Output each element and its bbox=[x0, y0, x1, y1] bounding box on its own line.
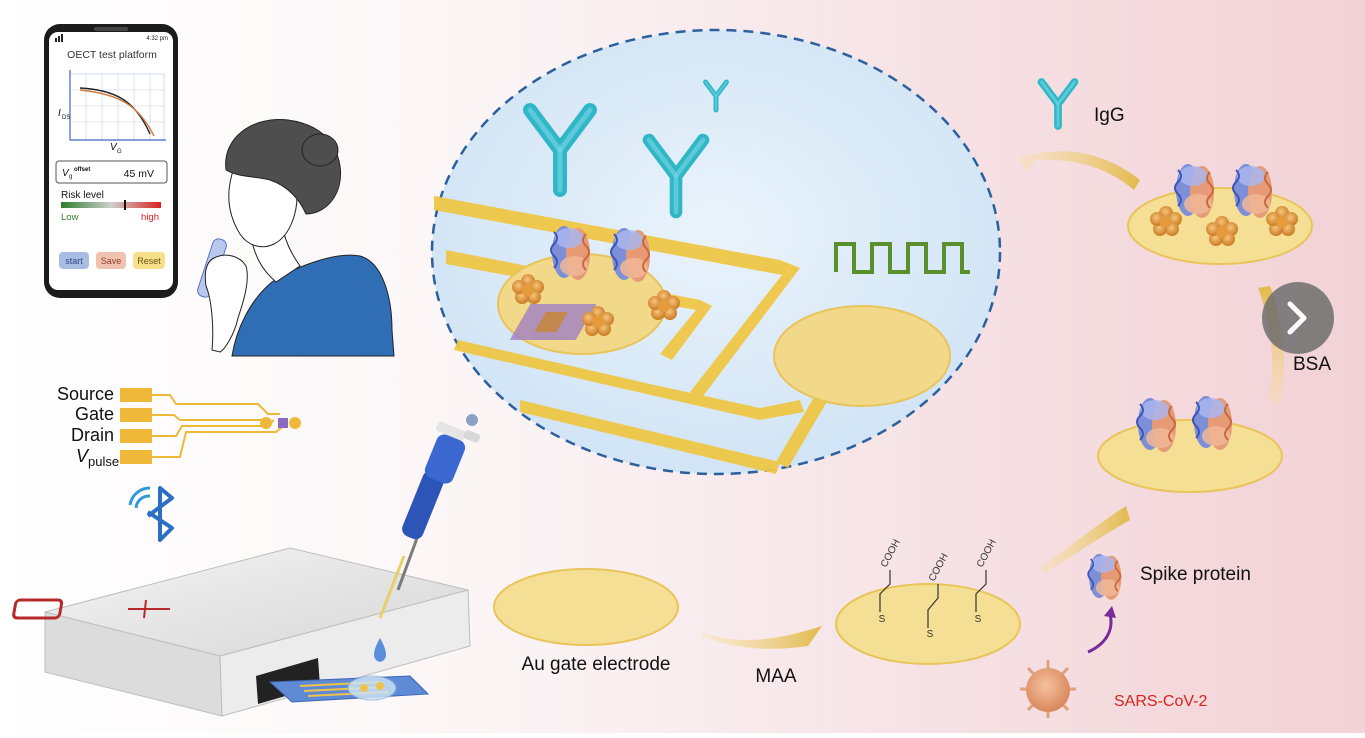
magnified-device-view bbox=[430, 28, 1002, 476]
risk-level: Risk level Low high bbox=[61, 190, 161, 223]
offset-readout: V g offset 45 mV bbox=[55, 160, 168, 184]
next-slide-button[interactable] bbox=[1262, 282, 1334, 354]
risk-bar bbox=[61, 202, 161, 208]
spike-protein-icon bbox=[550, 225, 591, 281]
pin-source-label: Source bbox=[57, 384, 114, 404]
spike-protein-label: Spike protein bbox=[1140, 564, 1251, 585]
offset-label: V bbox=[62, 168, 70, 179]
maa-label: MAA bbox=[755, 666, 797, 687]
offset-sup: offset bbox=[74, 167, 90, 173]
pipette-icon bbox=[374, 414, 481, 662]
pin-drain-label: Drain bbox=[71, 425, 114, 445]
arrow-to-maa bbox=[702, 626, 822, 649]
step-bsa-blocked bbox=[1127, 163, 1313, 265]
square-wave-pulse-icon bbox=[834, 242, 970, 274]
save-button-label: Save bbox=[101, 256, 122, 266]
offset-value: 45 mV bbox=[124, 168, 154, 180]
university-logo-icon bbox=[12, 598, 170, 620]
bsa-label: BSA bbox=[1293, 354, 1331, 375]
device-pinout: Source Gate Drain V pulse bbox=[57, 384, 301, 469]
spike-protein-icon bbox=[1087, 553, 1123, 601]
start-button-label: start bbox=[65, 256, 83, 266]
y-axis-label: I bbox=[58, 108, 61, 119]
au-gate-electrode-label: Au gate electrode bbox=[522, 654, 671, 675]
igg-label: IgG bbox=[1094, 105, 1125, 126]
step-spike-immobilized bbox=[1097, 395, 1283, 493]
arrow-to-igg bbox=[1018, 151, 1140, 190]
risk-low: Low bbox=[61, 212, 79, 223]
app-title: OECT test platform bbox=[67, 49, 157, 61]
reset-button-label: Reset bbox=[137, 256, 161, 266]
reset-button[interactable]: Reset bbox=[133, 252, 165, 269]
risk-high: high bbox=[141, 212, 159, 223]
purple-arrow bbox=[1087, 613, 1113, 654]
signal-icon bbox=[55, 34, 63, 42]
iv-chart: I DS V G bbox=[58, 70, 166, 155]
person-sampling-illustration bbox=[197, 119, 395, 357]
risk-marker bbox=[124, 200, 126, 210]
s-label: S bbox=[927, 629, 934, 640]
s-label: S bbox=[879, 614, 886, 625]
risk-title: Risk level bbox=[61, 190, 104, 201]
bluetooth-wireless-icon bbox=[128, 486, 174, 542]
sars-label: SARS-CoV-2 bbox=[1114, 693, 1207, 710]
pin-vpulse-label: V bbox=[76, 446, 90, 466]
pin-gate-label: Gate bbox=[75, 404, 114, 424]
x-axis-label: V bbox=[110, 142, 118, 153]
step-maa-functionalized: S S S COOH COOH COOH bbox=[835, 538, 1021, 665]
x-axis-sub: G bbox=[117, 149, 122, 155]
reader-device bbox=[12, 547, 471, 717]
s-label: S bbox=[975, 614, 982, 625]
y-axis-sub: DS bbox=[62, 115, 70, 121]
cooh-label: COOH bbox=[879, 538, 903, 570]
spike-protein-icon bbox=[610, 227, 651, 283]
smartphone: 4:32 pm OECT test platform I DS V G V bbox=[44, 24, 178, 298]
cooh-label: COOH bbox=[927, 552, 951, 584]
offset-sub: g bbox=[69, 174, 72, 180]
pin-vpulse-sub: pulse bbox=[88, 454, 119, 469]
step-au-gate-electrode: Au gate electrode bbox=[493, 568, 679, 675]
chevron-right-icon bbox=[1287, 301, 1307, 335]
igg-antibody-icon bbox=[1042, 82, 1075, 126]
test-strip bbox=[268, 675, 430, 703]
save-button[interactable]: Save bbox=[96, 252, 126, 269]
cooh-label: COOH bbox=[975, 538, 999, 570]
status-time: 4:32 pm bbox=[146, 36, 168, 42]
arrow-to-spike-layer bbox=[1040, 506, 1130, 574]
start-button[interactable]: start bbox=[59, 252, 89, 269]
sars-cov-2-virus-icon: SARS-CoV-2 bbox=[1020, 660, 1207, 718]
